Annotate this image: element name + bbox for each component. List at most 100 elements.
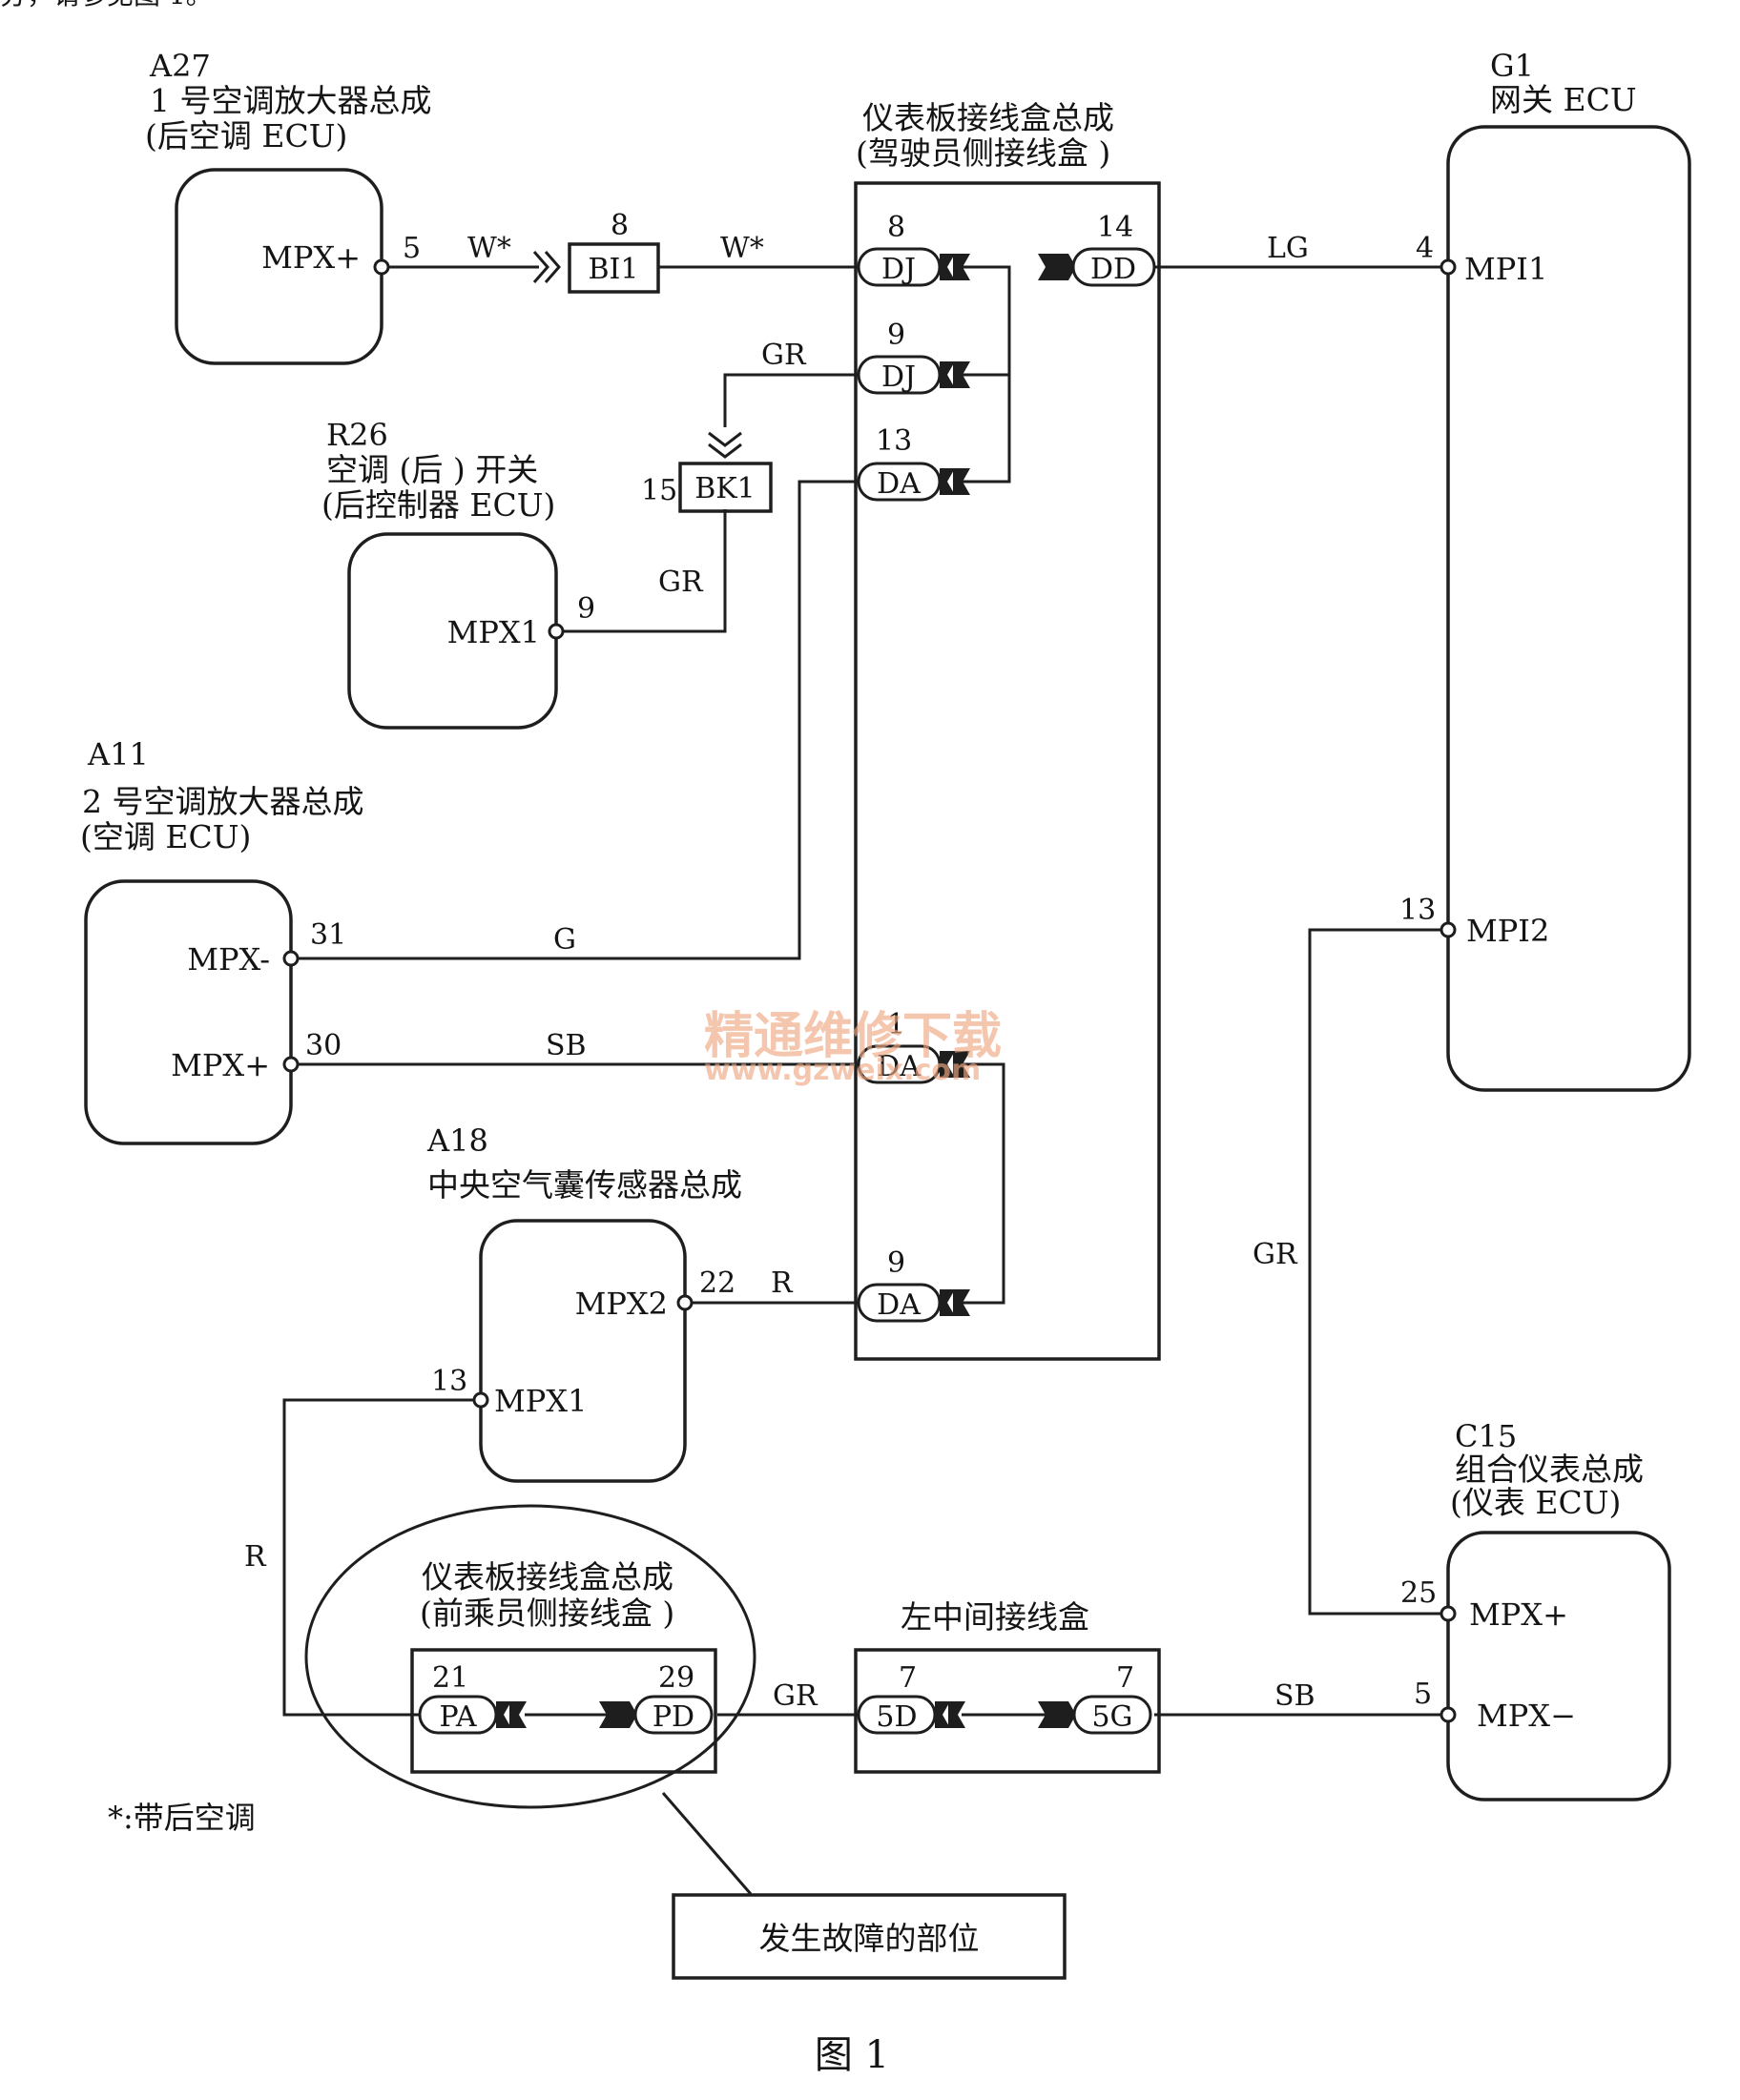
fault-ellipse [304,1504,756,1809]
a27-pin-no: 5 [403,232,421,265]
component-r26: R26 空调 (后 ) 开关 (后控制器 ECU) MPX1 9 [321,417,595,730]
conn-da-1-label: DA [877,1050,921,1083]
g1-pin-mpi2: MPI2 [1466,913,1549,949]
conn-dj-8-label: DJ [881,253,916,286]
component-c15: C15 组合仪表总成 (仪表 ECU) 25 MPX+ 5 MPX− [1400,1418,1671,1801]
c15-pin-mpx-plus: MPX+ [1469,1596,1568,1633]
c15-name: 组合仪表总成 [1455,1451,1644,1488]
component-g1: G1 网关 ECU 4 MPI1 13 MPI2 [1399,48,1691,1092]
conn-da-pin-1: 1 [887,1008,905,1041]
conn-5d-7-plug [935,1701,965,1728]
wire-label-dj9-bk1: GR [761,339,807,372]
conn-pd-pin-29: 29 [658,1661,694,1695]
g1-code: G1 [1490,48,1534,84]
conn-5d-pin-7: 7 [899,1661,917,1695]
wire-a11-minus [291,480,859,960]
component-a18: A18 中央空气囊传感器总成 MPX2 22 13 MPX1 [426,1122,742,1483]
conn-dd-14 [1071,247,1156,287]
g1-name: 网关 ECU [1490,81,1637,118]
wire-driver-jb-bus-bottom [954,1062,1005,1305]
left-mid-jb-title: 左中间接线盒 [901,1598,1089,1636]
bk1-arrow-1 [708,431,742,447]
wire-g1-c15 [1308,928,1448,1616]
r26-pin-dot [548,623,565,640]
component-a27: A27 1 号空调放大器总成 (后空调 ECU) MPX+ 5 [145,48,432,365]
a18-pin-mpx1-dot [472,1391,489,1409]
wire-label-pd-5d: GR [773,1679,818,1713]
fault-label: 发生故障的部位 [759,1920,980,1957]
passenger-jb-title: 仪表板接线盒总成 [422,1558,673,1596]
a11-pin-minus-no: 31 [310,918,346,952]
bi1-arrow-1 [532,251,549,283]
a27-pin-dot [373,258,390,276]
g1-box [1446,125,1691,1092]
conn-dj-pin-9: 9 [887,319,905,352]
c15-pin-plus-no: 25 [1400,1576,1437,1610]
wire-label-bi1-dj8: W* [720,232,764,265]
conn-pa-pin-21: 21 [432,1661,468,1695]
wire-dj9-bk1 [723,373,859,427]
bi1-label: BI1 [589,253,639,286]
a11-pin-plus-no: 30 [305,1029,342,1062]
left-middle-junction-box: 左中间接线盒 7 5D 7 5G [854,1598,1161,1774]
c15-code: C15 [1455,1418,1517,1454]
a11-code: A11 [87,736,149,772]
bk1-pin: 15 [641,474,677,507]
conn-da-pin-9: 9 [887,1246,905,1280]
c15-pin-plus-dot [1440,1605,1457,1622]
conn-da-13-label: DA [877,467,921,501]
conn-5g-7 [1072,1695,1152,1735]
r26-pin-no: 9 [577,592,595,626]
bi1-box [568,242,660,294]
junction-bi1: 8 BI1 [532,209,660,294]
conn-dd-14-label: DD [1090,253,1136,286]
a27-name: 1 号空调放大器总成 [150,82,432,119]
r26-name: 空调 (后 ) 开关 [326,451,538,488]
conn-5d-7-label: 5D [876,1700,917,1734]
wire-r26-bk1 [556,509,727,633]
conn-da-pin-13: 13 [876,424,912,458]
left-mid-jb-frame [854,1648,1161,1774]
a27-subtitle: (后空调 ECU) [145,117,347,154]
wires [282,265,1448,1717]
figure-caption: 图 1 [815,2033,889,2077]
wire-label-a11-minus: G [553,923,576,957]
g1-pin-mpi1-no: 4 [1416,232,1434,265]
bk1-arrow-2 [708,443,742,459]
g1-pin-mpi2-dot [1440,921,1457,938]
a18-pin-mpx1-no: 13 [431,1365,467,1398]
c15-pin-mpx-minus: MPX− [1477,1698,1576,1734]
footnote: *:带后空调 [108,1800,256,1836]
g1-pin-mpi1: MPI1 [1464,251,1547,287]
watermark-url: www.gzweix.com [704,1054,981,1087]
r26-subtitle: (后控制器 ECU) [321,486,555,524]
watermark-title: 精通维修下载 [704,1008,1002,1065]
conn-pa-21-plug [496,1701,527,1728]
c15-subtitle: (仪表 ECU) [1450,1484,1621,1521]
a18-pin-mpx1: MPX1 [494,1383,587,1419]
a11-pin-plus-dot [282,1056,300,1073]
wire-label-g1-c15: GR [1253,1238,1298,1271]
r26-pin-mpx1: MPX1 [447,614,540,650]
a18-pin-mpx2-dot [676,1294,694,1311]
a18-pin-mpx2: MPX2 [575,1286,668,1322]
a11-name: 2 号空调放大器总成 [82,783,364,820]
passenger-jb-frame [410,1648,717,1774]
conn-dj-9-label: DJ [881,360,916,394]
bi1-pin: 8 [611,209,629,242]
a27-pin-mpx-plus: MPX+ [261,239,361,276]
a18-box [479,1219,687,1483]
wire-label-5g-c15: SB [1274,1679,1315,1713]
g1-pin-mpi1-dot [1440,258,1457,276]
a11-pin-mpx-minus: MPX- [187,941,270,978]
driver-junction-box: 仪表板接线盒总成 (驾驶员侧接线盒 ) 8 DJ 14 DD 9 DJ 13 D… [854,99,1161,1361]
conn-pd-29 [633,1695,714,1735]
conn-5g-pin-7: 7 [1116,1661,1134,1695]
conn-5g-7-label: 5G [1091,1700,1132,1734]
bk1-box [678,462,773,513]
a27-code: A27 [149,48,211,84]
bi1-arrow-2 [544,251,561,283]
a11-pin-mpx-plus: MPX+ [171,1047,270,1083]
wire-label-dd-g1: LG [1267,232,1309,265]
